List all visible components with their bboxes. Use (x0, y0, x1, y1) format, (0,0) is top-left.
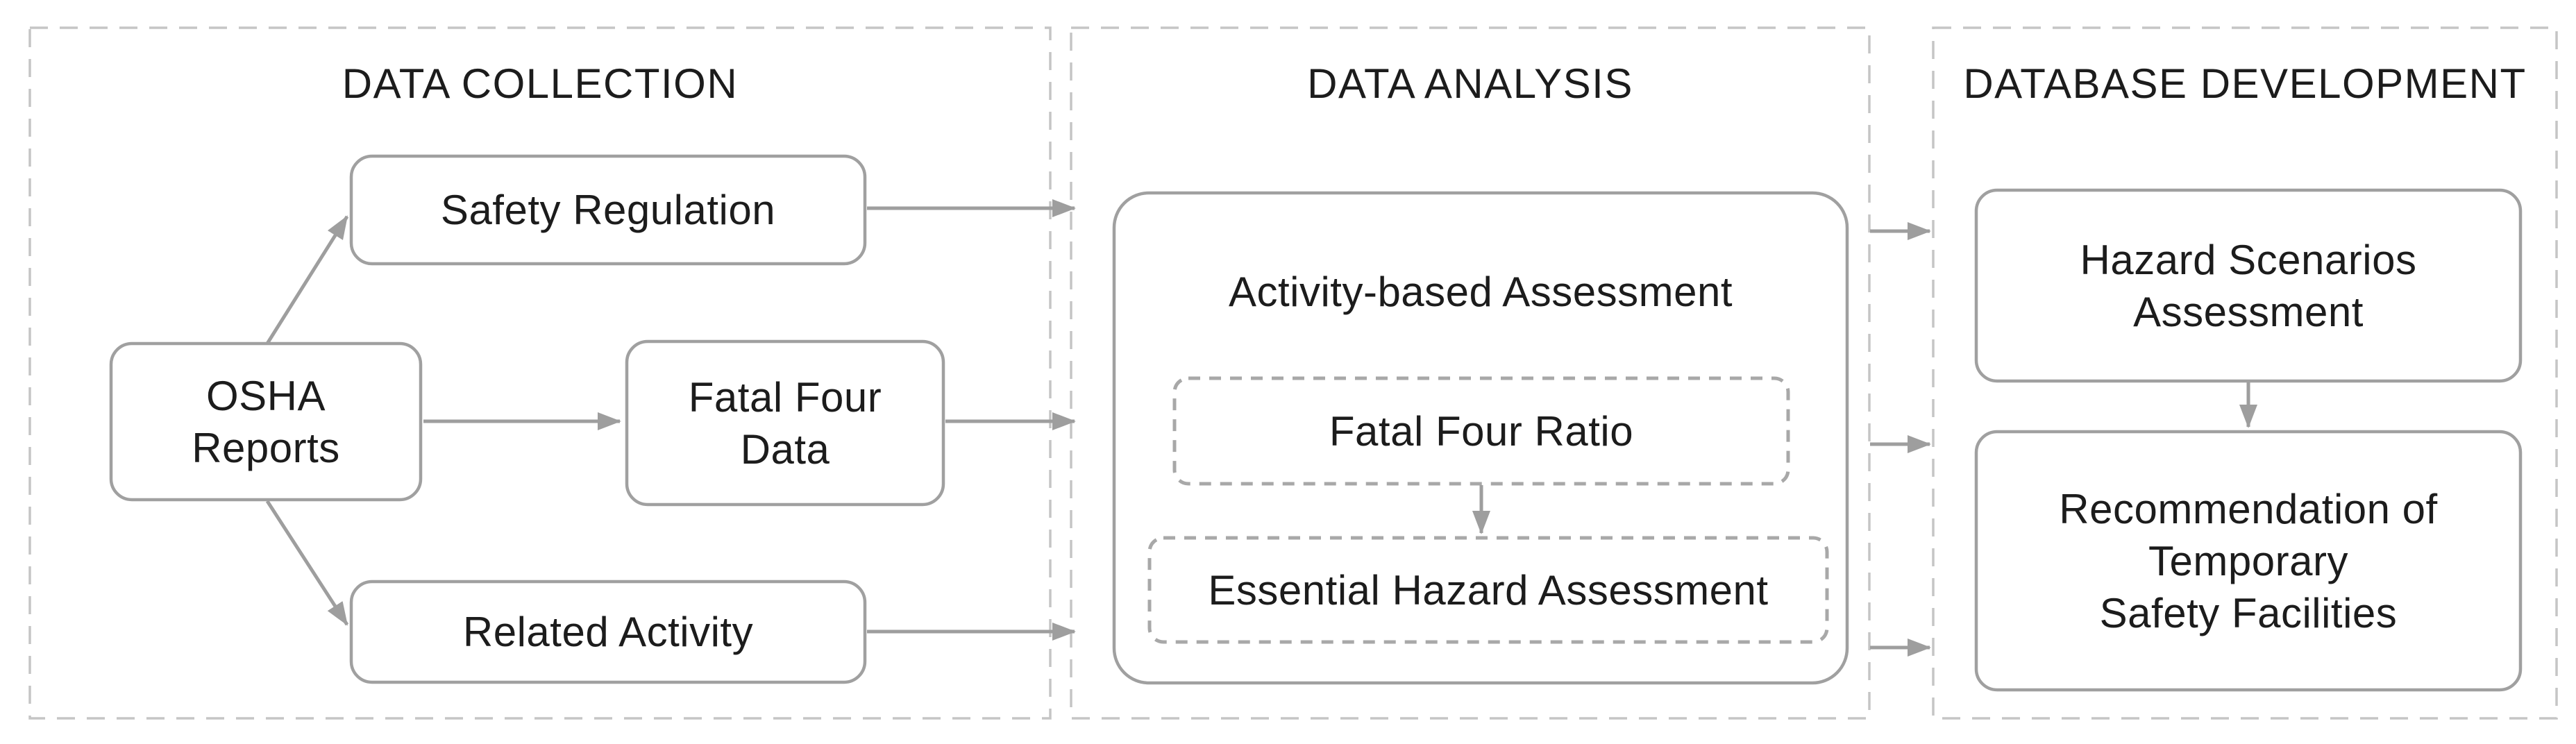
section-title-data-analysis: DATA ANALYSIS (1307, 60, 1633, 107)
safety-regulation-label: Safety Regulation (440, 187, 776, 233)
hazard-scenarios-assessment-label: Hazard Scenarios Assessment (2080, 236, 2417, 335)
arrow-osha-to-related-activity (265, 500, 349, 626)
related-activity-label: Related Activity (462, 609, 754, 655)
osha-reports-box (109, 341, 423, 502)
section-frame-database-development (1932, 26, 2558, 720)
section-title-database-development: DATABASE DEVELOPMENT (1963, 60, 2527, 107)
activity-based-assessment-label: Activity-based Assessment (1228, 268, 1733, 315)
safety-regulation-box (349, 154, 867, 266)
fatal-four-data-box (625, 339, 945, 507)
related-activity-box (349, 580, 867, 684)
section-title-data-collection: DATA COLLECTION (342, 60, 739, 107)
essential-hazard-assessment-label: Essential Hazard Assessment (1208, 566, 1769, 614)
hazard-scenarios-assessment-box (1974, 188, 2523, 383)
essential-hazard-assessment-box (1147, 536, 1829, 644)
fatal-four-ratio-label: Fatal Four Ratio (1329, 407, 1634, 455)
recommendation-box (1974, 430, 2523, 692)
section-frame-data-analysis (1070, 26, 1871, 720)
fatal-four-data-label: Fatal Four Data (688, 373, 882, 473)
osha-reports-label: OSHA Reports (192, 372, 340, 471)
fatal-four-ratio-box (1172, 376, 1790, 486)
arrow-osha-to-safety-regulation (265, 215, 349, 345)
section-frame-data-collection (28, 26, 1052, 720)
recommendation-label: Recommendation of Temporary Safety Facil… (2059, 485, 2438, 636)
